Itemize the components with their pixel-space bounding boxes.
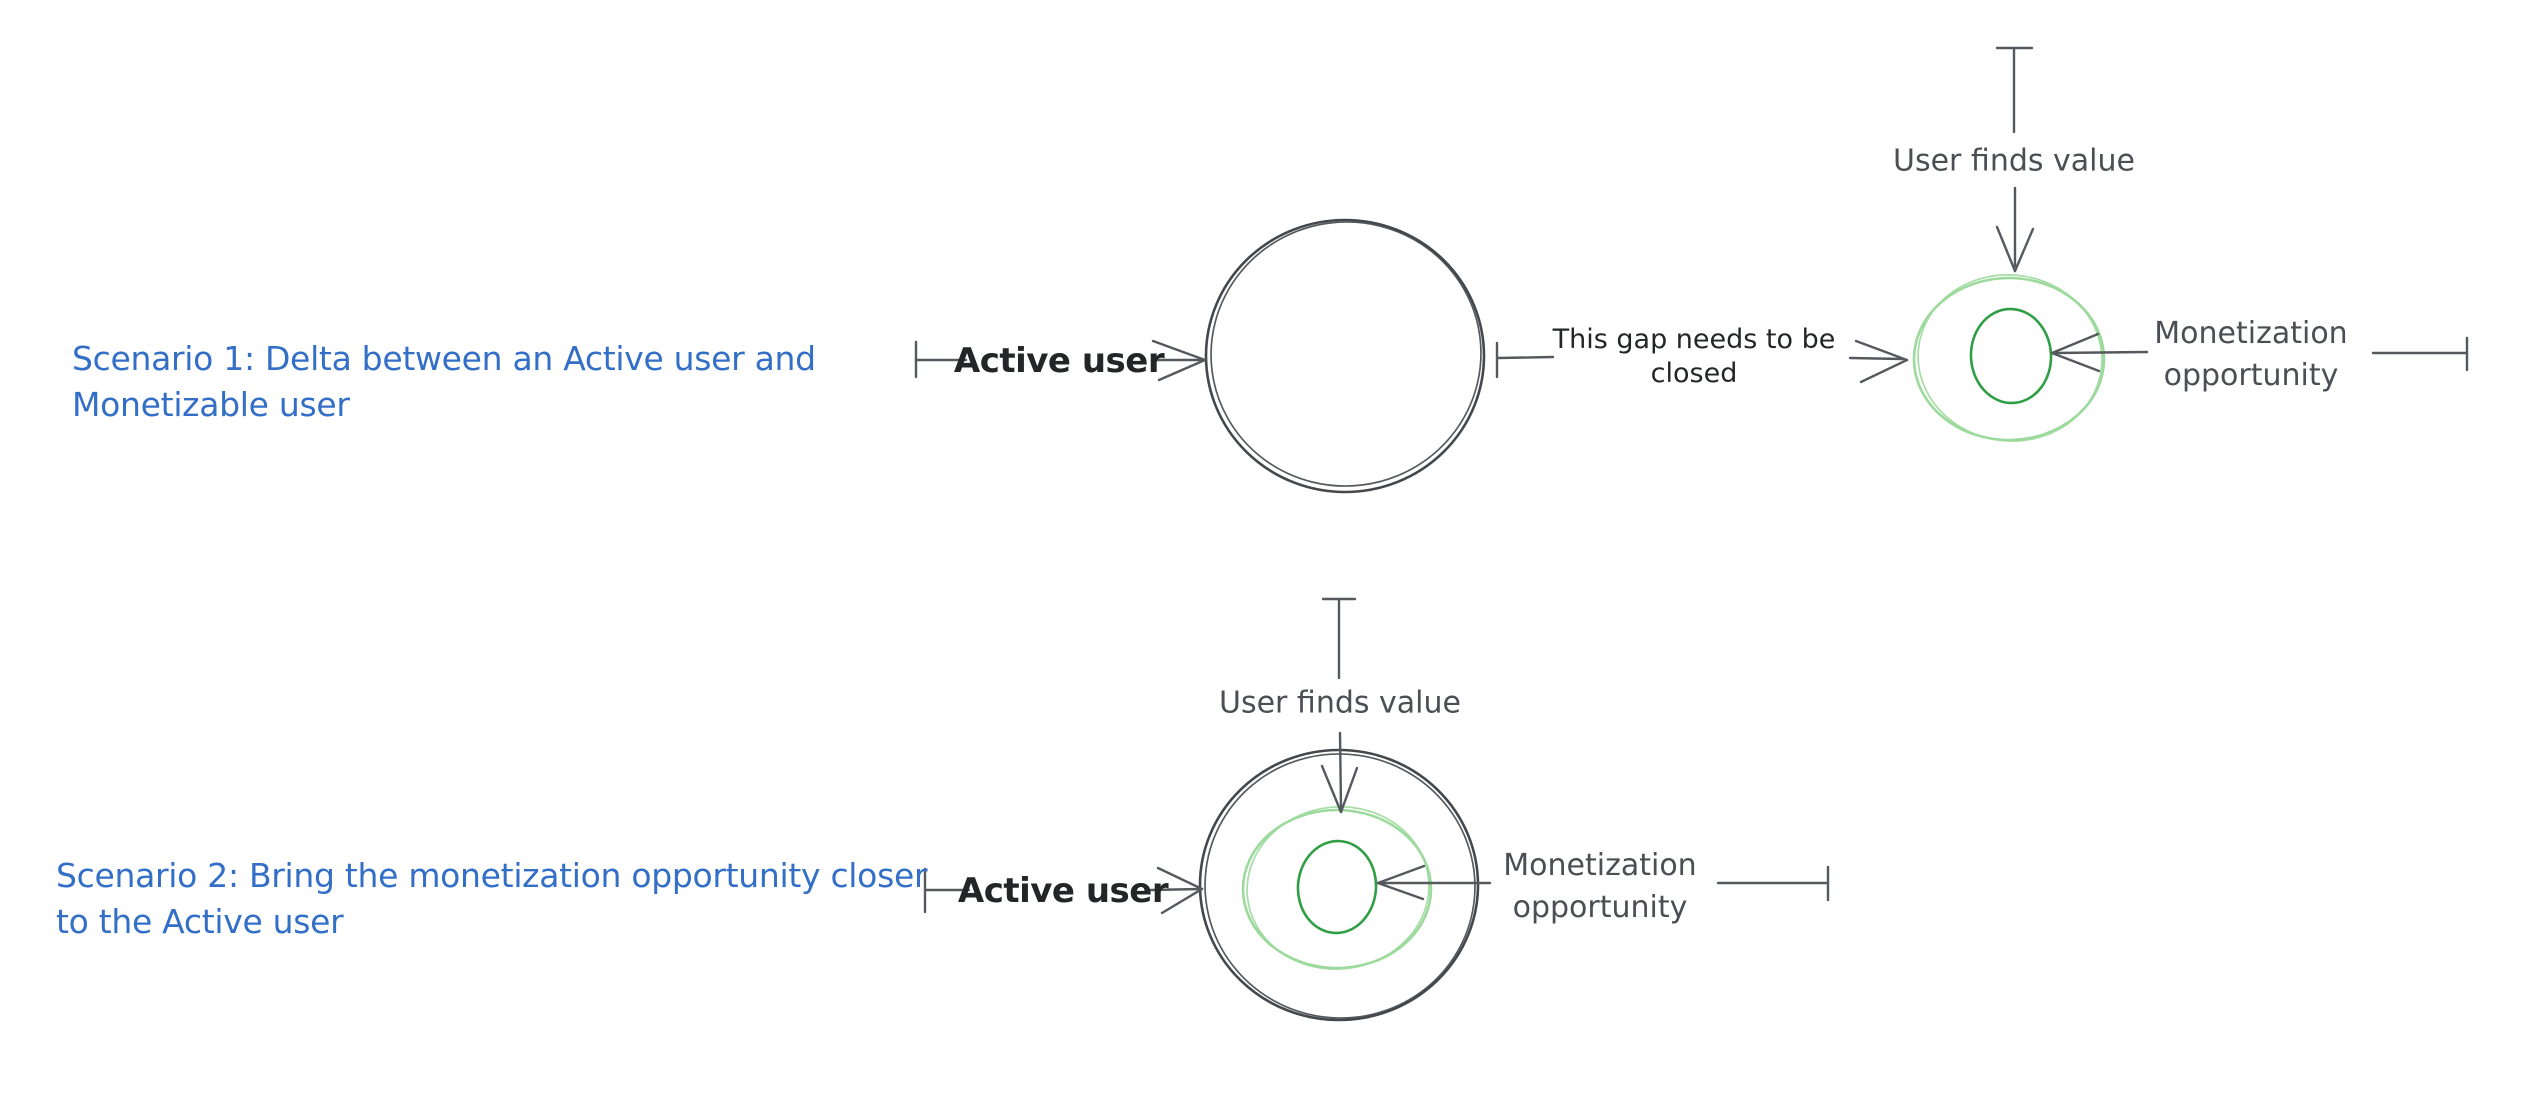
scenario2-user-finds-value-arrow <box>1320 597 1359 814</box>
scenario2-monetization-label-line1: Monetization <box>1503 848 1697 883</box>
scenario1-gap-label-line2: closed <box>1650 358 1738 389</box>
scenario1-monetizable-user-circle <box>1912 274 2106 442</box>
scenario2-value-circle <box>1241 806 1433 970</box>
scenario1-active-user-arrow <box>914 339 1207 382</box>
scenario1-title-line2: Monetizable user <box>72 385 350 424</box>
scenario2-monetization-core-circle <box>1296 839 1378 935</box>
scenario2-monetization-label-line2: opportunity <box>1512 890 1688 925</box>
scenario2-active-user-arrow <box>923 866 1204 915</box>
scenario1-monetization-label-line2: opportunity <box>2163 358 2339 393</box>
scenario1-monetization-core-circle <box>1969 307 2053 405</box>
scenario1-monetization-label: Monetization opportunity <box>2154 313 2347 397</box>
scenario1-active-user-label: Active user <box>953 341 1165 381</box>
scenario1-user-finds-value-arrow <box>1995 46 2035 273</box>
scenario2-title: Scenario 2: Bring the monetization oppor… <box>56 853 928 945</box>
scenario2-title-line1: Scenario 2: Bring the monetization oppor… <box>56 856 928 895</box>
scenario1-diagram <box>914 46 2469 494</box>
scenario2-title-line2: to the Active user <box>56 902 344 941</box>
scenario1-title-line1: Scenario 1: Delta between an Active user… <box>72 339 816 378</box>
scenario1-monetization-arrow <box>2050 332 2469 373</box>
scenario1-gap-arrow <box>1495 339 1909 384</box>
scenario1-active-user-circle <box>1204 218 1486 494</box>
scenario2-monetization-label: Monetization opportunity <box>1503 845 1696 929</box>
scenario2-diagram <box>923 597 1830 1022</box>
scenario1-user-finds-value-label: User finds value <box>1893 143 2135 179</box>
scenario2-active-user-circle <box>1198 748 1480 1022</box>
scenario2-active-user-label: Active user <box>957 871 1169 911</box>
scenario1-title: Scenario 1: Delta between an Active user… <box>72 336 816 428</box>
scenario1-gap-label: This gap needs to be closed <box>1553 323 1836 391</box>
scenario1-monetization-label-line1: Monetization <box>2154 316 2348 351</box>
scenario2-user-finds-value-label: User finds value <box>1219 685 1461 721</box>
scenario1-gap-label-line1: This gap needs to be <box>1552 324 1836 355</box>
scenario2-monetization-arrow <box>1376 864 1830 902</box>
